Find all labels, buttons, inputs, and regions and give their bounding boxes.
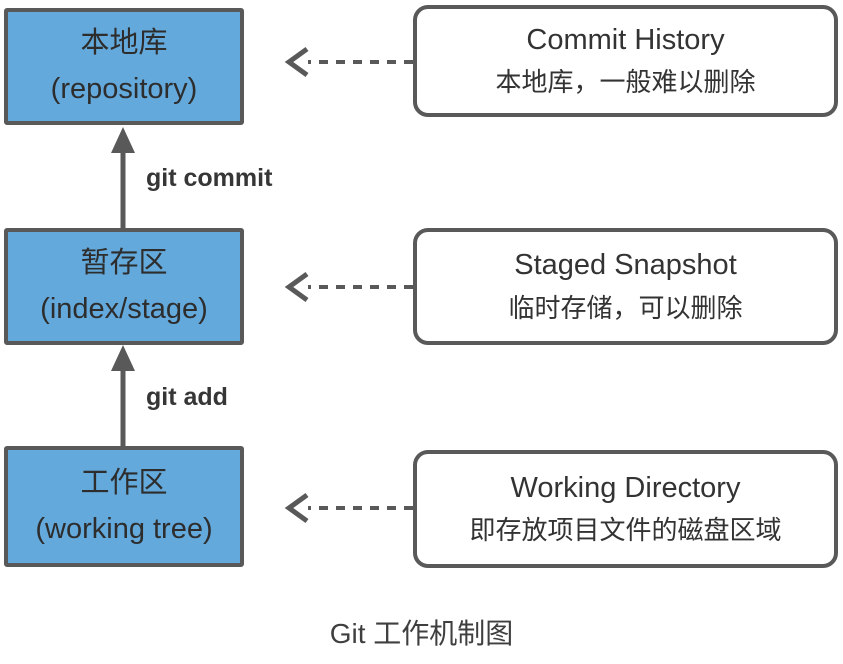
node-working-tree-title: 工作区 — [80, 466, 168, 499]
node-stage-subtitle: (index/stage) — [40, 293, 208, 325]
node-repository-title: 本地库 — [80, 26, 168, 59]
note-staged-snapshot-subtitle: 临时存储，可以删除 — [508, 292, 743, 323]
note-commit-history: Commit History 本地库，一般难以删除 — [413, 5, 838, 117]
edge-label-git-commit: git commit — [146, 164, 273, 192]
dashed-arrow-commit-history-head-icon — [284, 46, 309, 78]
note-commit-history-title: Commit History — [526, 23, 725, 56]
note-staged-snapshot: Staged Snapshot 临时存储，可以删除 — [413, 228, 838, 345]
node-repository-subtitle: (repository) — [50, 73, 198, 105]
note-commit-history-subtitle: 本地库，一般难以删除 — [495, 67, 756, 98]
note-working-directory: Working Directory 即存放项目文件的磁盘区域 — [413, 450, 838, 568]
arrow-commit-head-icon — [111, 127, 135, 153]
note-working-directory-subtitle: 即存放项目文件的磁盘区域 — [469, 515, 782, 546]
node-stage: 暂存区 (index/stage) — [4, 228, 244, 345]
note-working-directory-title: Working Directory — [510, 471, 741, 504]
node-stage-title: 暂存区 — [80, 246, 168, 279]
node-working-tree-subtitle: (working tree) — [35, 513, 213, 545]
edge-label-git-add: git add — [146, 383, 228, 411]
dashed-arrow-working-directory-head-icon — [284, 492, 309, 524]
diagram-caption: Git 工作机制图 — [329, 618, 514, 649]
node-working-tree: 工作区 (working tree) — [4, 446, 244, 567]
node-repository: 本地库 (repository) — [4, 8, 244, 125]
arrow-add-head-icon — [111, 345, 135, 371]
dashed-arrow-staged-snapshot-head-icon — [284, 271, 309, 303]
note-staged-snapshot-title: Staged Snapshot — [514, 249, 737, 282]
